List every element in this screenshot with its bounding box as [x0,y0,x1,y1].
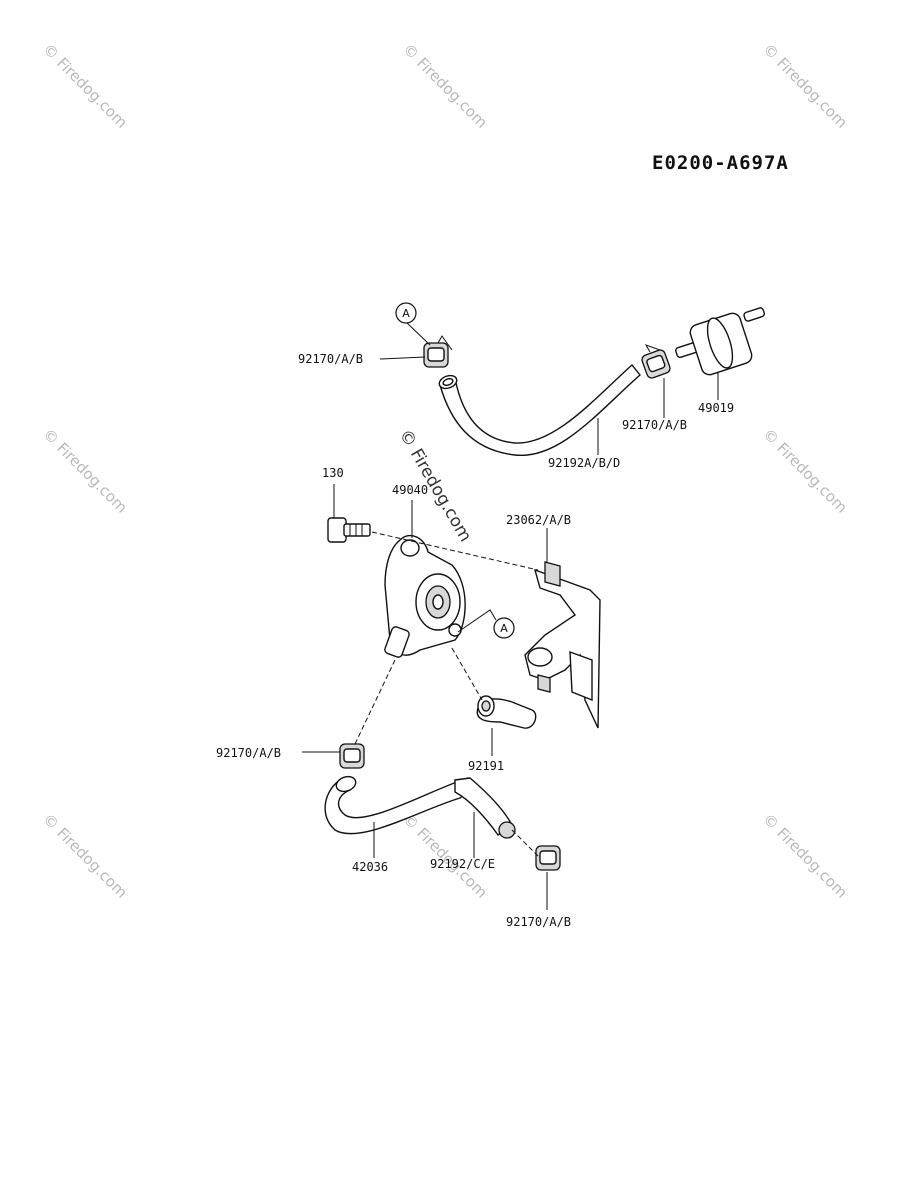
fuel-line-assembly [324,775,516,839]
label-bracket: 23062/A/B [506,513,571,527]
callout-ref-a-mid: A [493,617,515,639]
dashed-assembly-line [354,659,396,745]
hose-clamp-bottom [535,845,561,871]
svg-text:A: A [402,307,410,320]
label-clamp-bottom: 92170/A/B [506,915,571,929]
leader-line [379,356,426,360]
fuel-pump [384,534,466,658]
leader-line [405,321,431,346]
label-short-hose: 92191 [468,759,504,773]
hose-clamp-top-left [423,335,453,368]
dashed-assembly-line [451,647,483,701]
fuel-filter [675,307,765,376]
label-fuel-filter: 49019 [698,401,734,415]
label-lower-hose: 92192/C/E [430,857,495,871]
label-fuel-pump: 49040 [392,483,428,497]
hose-clamp-top-right [641,344,671,379]
leader-line [457,609,497,633]
label-fuel-line: 42036 [352,860,388,874]
label-clamp-lower-left: 92170/A/B [216,746,281,760]
dashed-assembly-line [511,829,539,857]
bolt [327,517,371,543]
svg-text:A: A [500,622,508,635]
label-clamp-top-right: 92170/A/B [622,418,687,432]
callout-ref-a-top: A [395,302,417,324]
short-fuel-hose [476,695,537,729]
label-clamp-top-left: 92170/A/B [298,352,363,366]
label-upper-hose: 92192A/B/D [548,456,620,470]
label-bolt: 130 [322,466,344,480]
upper-fuel-hose [438,363,641,456]
dashed-assembly-line [371,531,539,571]
mounting-bracket [524,561,601,729]
diagram-code: E0200-A697A [652,152,789,174]
hose-clamp-lower-left [339,743,365,769]
